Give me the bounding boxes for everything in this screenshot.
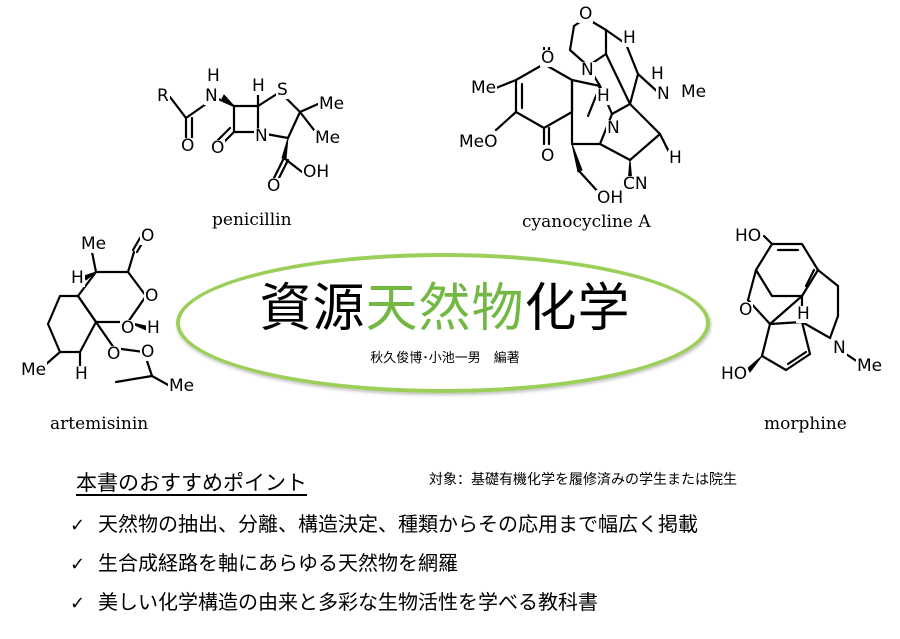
point-item: ✓ 生合成経路を軸にあらゆる天然物を網羅 [70, 553, 458, 574]
molecule-name-morphine: morphine [764, 414, 847, 434]
molecule-name-penicillin: penicillin [212, 210, 292, 230]
penicillin-structure: R H N O H S Me Me N O OH O penicillin [150, 60, 370, 230]
atom-o-carbonyl: O [140, 226, 156, 246]
atom-n: N [832, 338, 847, 358]
atom-h-ring: H [251, 76, 266, 96]
cyanocycline-structure: O H N H N Me H Me O MeO O H N CN OH cyan… [458, 4, 720, 239]
atom-o-quinone-bottom: O [540, 146, 556, 166]
editors-credit: 秋久俊博･小池一男 編著 [370, 351, 520, 366]
atom-me2: Me [314, 128, 342, 148]
morphine-bonds [746, 234, 860, 373]
atom-o-peroxy-2: O [140, 342, 156, 362]
points-heading: 本書のおすすめポイント [76, 471, 307, 495]
atom-h-mid: H [650, 64, 665, 84]
point-text: 美しい化学構造の由来と多彩な生物活性を学べる教科書 [98, 590, 598, 614]
atom-me-top: Me [80, 234, 108, 254]
atom-n-amide: N [204, 86, 219, 106]
point-item: ✓ 天然物の抽出、分離、構造決定、種類からその応用まで幅広く掲載 [70, 514, 698, 535]
atom-h-right: H [146, 318, 161, 338]
atom-o-quinone-top: O [540, 48, 556, 68]
atom-meo: MeO [458, 132, 499, 152]
atom-me-n: Me [680, 82, 708, 102]
atom-n-ring: N [254, 126, 269, 146]
atom-h-bottom: H [74, 364, 89, 384]
book-title-part-3: 化学 [524, 279, 631, 339]
cyanocycline-bonds [494, 16, 672, 196]
atom-n-bridge: N [656, 84, 671, 104]
atom-cn: CN [622, 174, 649, 194]
atom-h-top: H [622, 28, 637, 48]
atom-me1: Me [318, 94, 346, 114]
artemisinin-bonds [42, 236, 172, 388]
atom-o-lactam: O [210, 138, 226, 158]
atom-h-right: H [668, 148, 683, 168]
atom-r: R [156, 86, 170, 106]
atom-h-amide: H [206, 66, 221, 86]
atom-me-left: Me [20, 360, 48, 380]
atom-ho-bottom: HO [720, 364, 749, 384]
atom-oh: OH [302, 162, 331, 182]
book-title-part-1: 資源 [259, 279, 366, 339]
check-icon: ✓ [70, 554, 86, 575]
atom-ho-top: HO [734, 226, 763, 246]
atom-s: S [276, 80, 289, 100]
check-icon: ✓ [70, 593, 86, 614]
atom-me: Me [856, 356, 884, 376]
atom-o-bridge: O [106, 344, 122, 364]
molecule-name-artemisinin: artemisinin [50, 414, 149, 434]
atom-o-ether: O [738, 300, 754, 320]
atom-o-lactone: O [144, 286, 160, 306]
atom-h-top: H [70, 268, 85, 288]
atom-o-oxazolidine: O [578, 4, 594, 24]
morphine-structure: HO O H N Me HO morphine [710, 226, 895, 436]
penicillin-bonds [168, 90, 320, 182]
atom-o-peroxy-1: O [120, 318, 136, 338]
molecule-name-cyanocycline: cyanocycline A [522, 212, 651, 232]
atom-oh: OH [596, 188, 625, 208]
atom-o-acid: O [266, 176, 282, 196]
point-text: 生合成経路を軸にあらゆる天然物を網羅 [98, 551, 458, 575]
atom-me-quinone: Me [470, 78, 498, 98]
artemisinin-structure: Me O H O O H O O Me H Me artemisinin [20, 228, 205, 438]
point-text: 天然物の抽出、分離、構造決定、種類からその応用まで幅広く掲載 [98, 512, 698, 536]
title-ellipse [176, 253, 710, 393]
point-item: ✓ 美しい化学構造の由来と多彩な生物活性を学べる教科書 [70, 592, 598, 613]
atom-n-oxazolidine: N [580, 60, 595, 80]
atom-h-center: H [796, 304, 811, 324]
book-title-part-2: 天然物 [365, 279, 525, 339]
book-title: 資源天然物化学 [200, 283, 690, 335]
check-icon: ✓ [70, 515, 86, 536]
atom-me-right: Me [168, 376, 196, 396]
atom-h-quinone: H [596, 86, 611, 106]
target-audience: 対象：基礎有機化学を履修済みの学生または院生 [429, 472, 737, 488]
atom-o-amide: O [180, 136, 196, 156]
atom-n-ring: N [606, 118, 621, 138]
